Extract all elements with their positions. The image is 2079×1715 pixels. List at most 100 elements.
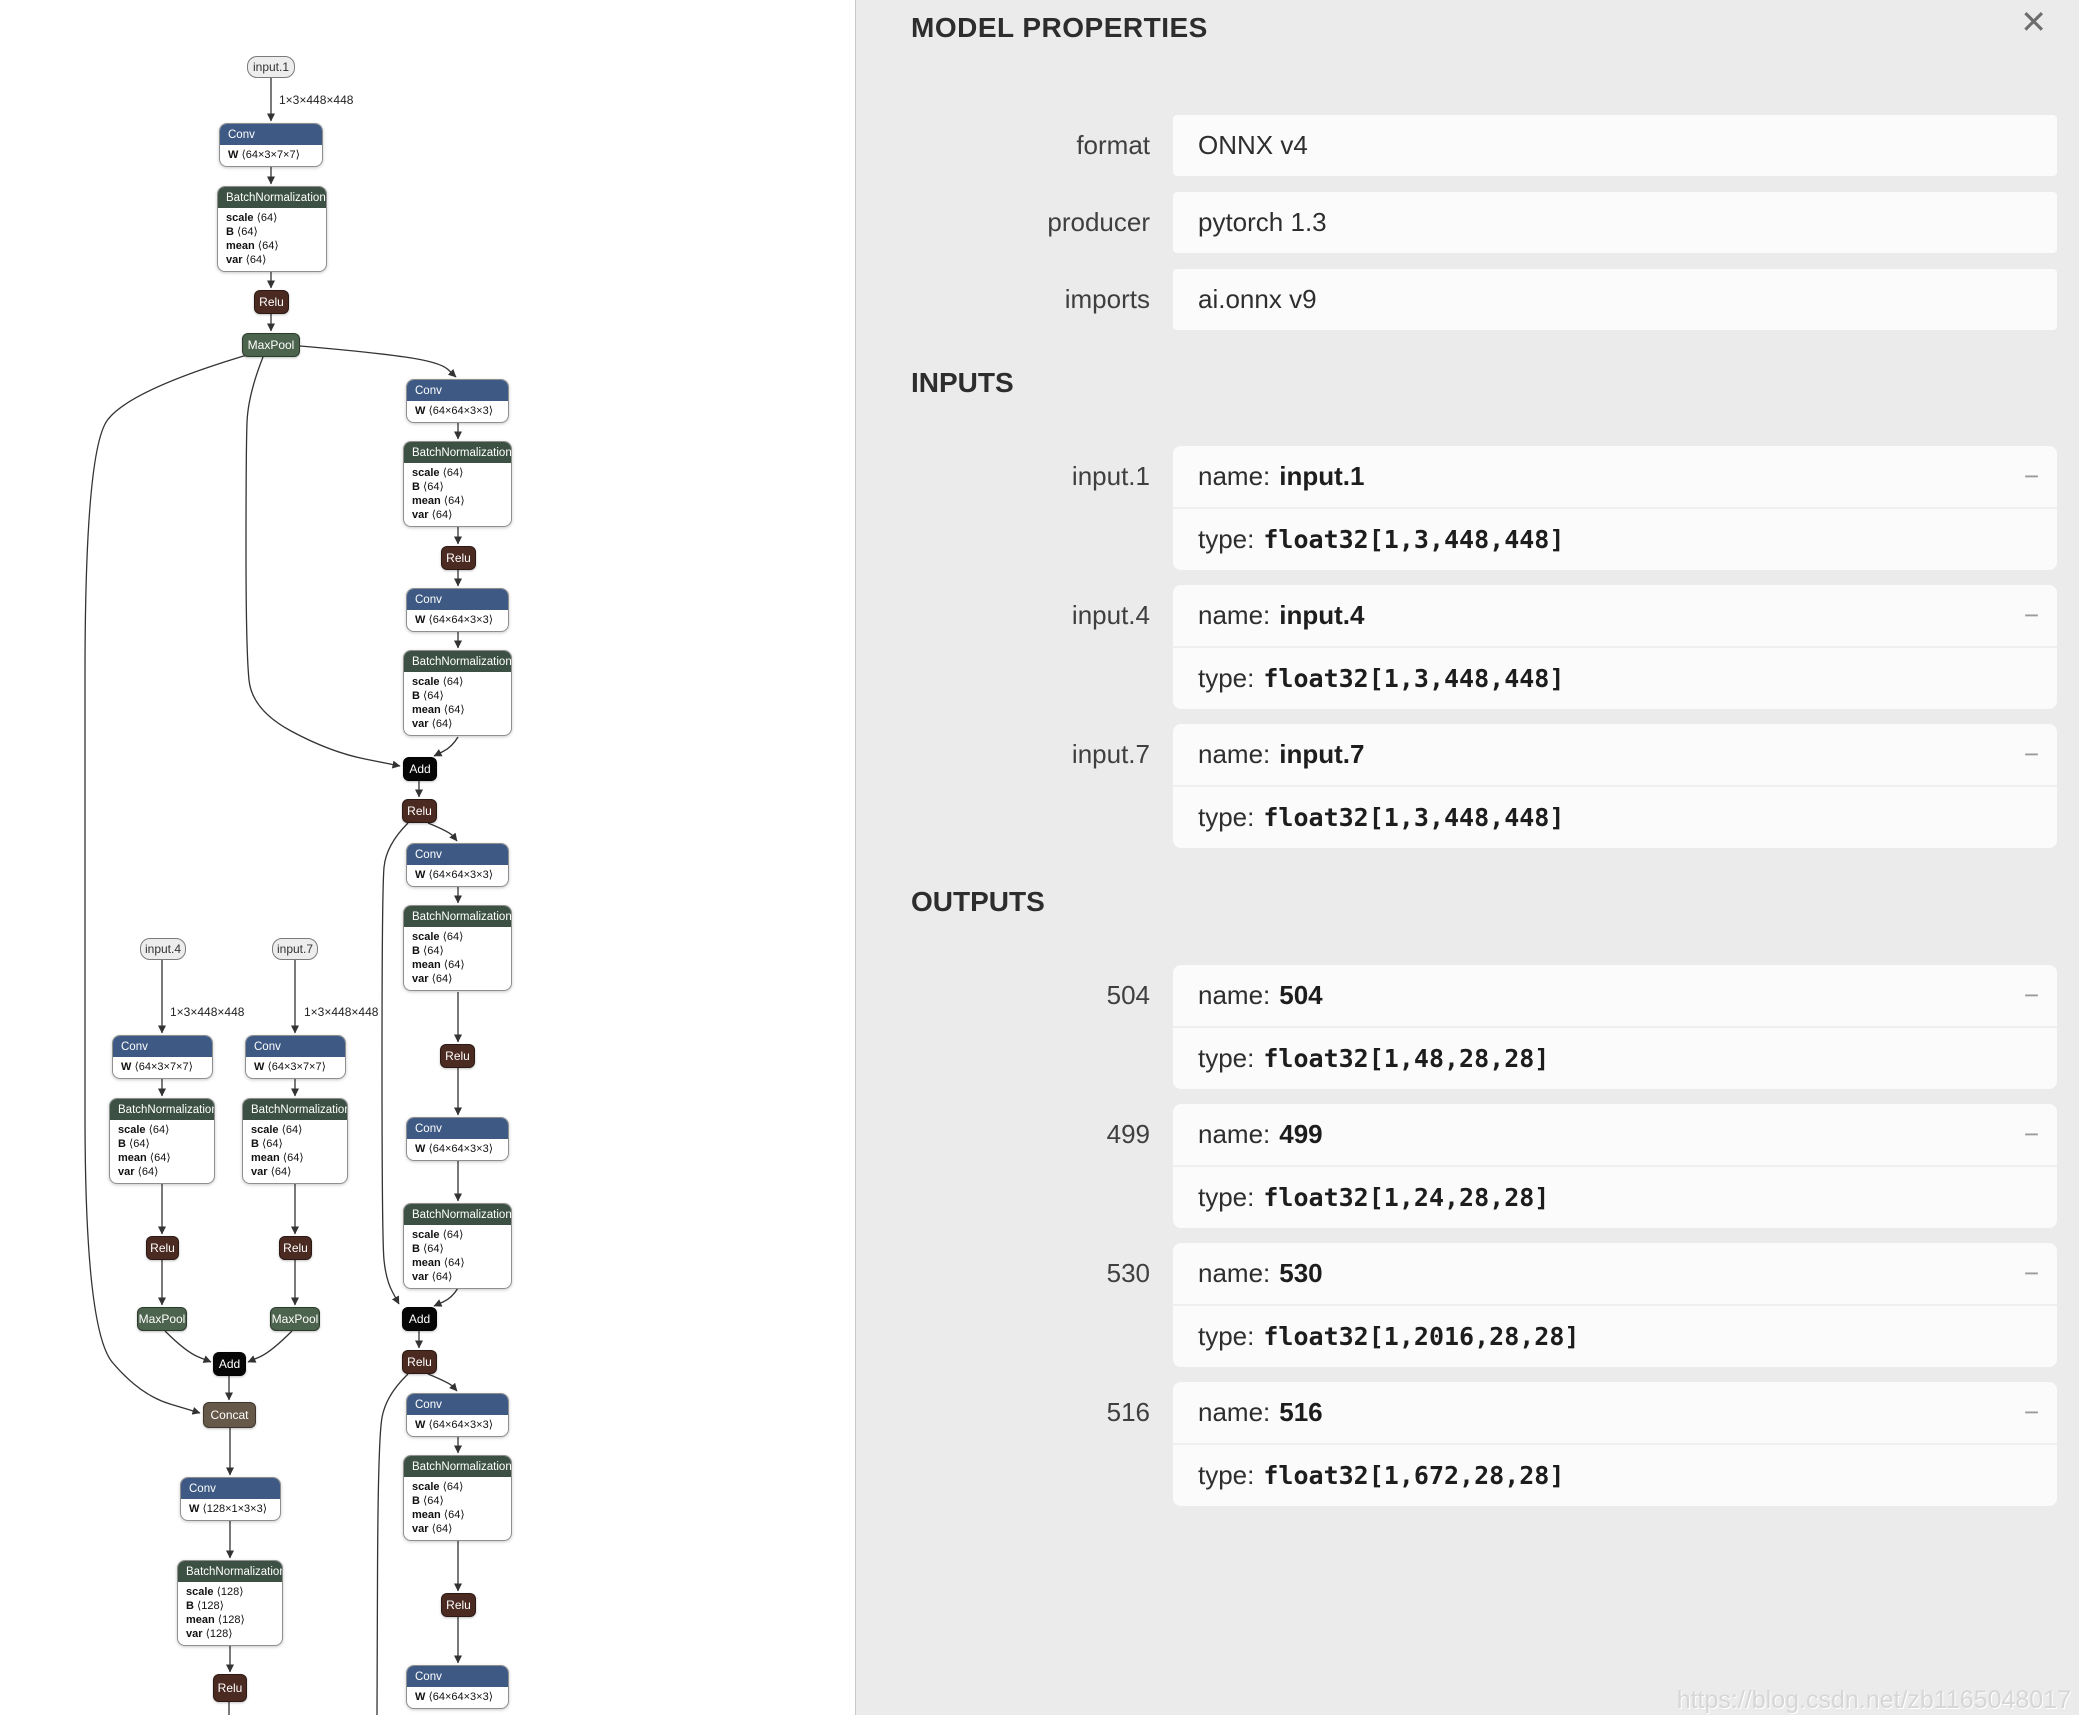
input-entry: input.4 name:input.4 − type:float32[1,3,… xyxy=(856,585,2079,709)
node-input-1[interactable]: input.1 xyxy=(247,56,295,78)
name-row: name:input.7 − xyxy=(1173,724,2057,787)
node-relu-d[interactable]: Relu xyxy=(402,1350,437,1374)
node-params: W ⟨64×64×3×3⟩ xyxy=(407,401,508,422)
node-add-b[interactable]: Add xyxy=(402,1307,437,1331)
node-header: BatchNormalization xyxy=(178,1561,282,1582)
node-header: BatchNormalization xyxy=(404,442,511,463)
node-params: W ⟨64×64×3×3⟩ xyxy=(407,1687,508,1708)
edge-shape-label: 1×3×448×448 xyxy=(170,1005,245,1019)
property-value: ONNX v4 xyxy=(1173,115,2057,176)
node-input-7[interactable]: input.7 xyxy=(272,938,318,960)
node-input-4[interactable]: input.4 xyxy=(140,938,186,960)
param-row: scale ⟨64⟩ xyxy=(226,212,278,224)
input-card: name:input.4 − type:float32[1,3,448,448] xyxy=(1173,585,2057,709)
collapse-toggle[interactable]: − xyxy=(2023,980,2039,1010)
edge-maxpool0-conva xyxy=(299,345,457,378)
close-icon[interactable]: ✕ xyxy=(2020,4,2047,40)
param-row: B ⟨64⟩ xyxy=(251,1138,283,1150)
node-params: W ⟨64×64×3×3⟩ xyxy=(407,1415,508,1436)
node-maxpool-l1[interactable]: MaxPool xyxy=(137,1307,187,1331)
collapse-toggle[interactable]: − xyxy=(2023,1119,2039,1149)
property-label: producer xyxy=(1047,207,1150,237)
param-row: mean ⟨64⟩ xyxy=(412,959,465,971)
node-add-a[interactable]: Add xyxy=(403,757,437,781)
param-row: W ⟨128×1×3×3⟩ xyxy=(189,1503,268,1515)
node-maxpool-0[interactable]: MaxPool xyxy=(242,333,300,357)
type-row: type:float32[1,3,448,448] xyxy=(1173,648,2057,709)
collapse-toggle[interactable]: − xyxy=(2023,1397,2039,1427)
output-name: 499 xyxy=(1279,1119,1323,1149)
node-header: Conv xyxy=(181,1478,280,1499)
node-add-l[interactable]: Add xyxy=(213,1352,246,1376)
node-header: Conv xyxy=(407,1118,508,1139)
param-row: var ⟨64⟩ xyxy=(412,1523,453,1535)
edge-maxpooll2-addl xyxy=(247,1330,293,1363)
param-row: mean ⟨64⟩ xyxy=(412,1509,465,1521)
type-prefix: type: xyxy=(1198,1043,1255,1073)
param-row: mean ⟨128⟩ xyxy=(186,1614,245,1626)
name-prefix: name: xyxy=(1198,739,1271,769)
output-entry: 504 name:504 − type:float32[1,48,28,28] xyxy=(856,965,2079,1089)
edge-relub-convc xyxy=(427,822,458,842)
node-relu-l1[interactable]: Relu xyxy=(146,1236,179,1260)
input-entry: input.1 name:input.1 − type:float32[1,3,… xyxy=(856,446,2079,570)
edge-bnb-adda xyxy=(433,736,459,757)
output-entry: 530 name:530 − type:float32[1,2016,28,28… xyxy=(856,1243,2079,1367)
node-relu-0[interactable]: Relu xyxy=(254,290,289,314)
node-relu-b[interactable]: Relu xyxy=(402,799,437,823)
param-row: W ⟨64×64×3×3⟩ xyxy=(415,614,494,626)
node-relu-e[interactable]: Relu xyxy=(441,1593,476,1617)
output-type: float32[1,24,28,28] xyxy=(1263,1183,1550,1212)
input-card: name:input.1 − type:float32[1,3,448,448] xyxy=(1173,446,2057,570)
name-prefix: name: xyxy=(1198,980,1271,1010)
edge-relud-conve xyxy=(427,1373,458,1392)
node-relu-a[interactable]: Relu xyxy=(441,546,476,570)
param-row: W ⟨64×64×3×3⟩ xyxy=(415,1691,494,1703)
collapse-toggle[interactable]: − xyxy=(2023,739,2039,769)
node-relu-c[interactable]: Relu xyxy=(440,1044,475,1068)
edge-relud-skip-down xyxy=(376,1373,409,1715)
node-header: Conv xyxy=(407,1666,508,1687)
edge-maxpool0-adda xyxy=(245,356,401,769)
node-header: Conv xyxy=(407,1394,508,1415)
param-row: W ⟨64×3×7×7⟩ xyxy=(121,1061,193,1073)
node-params: scale ⟨64⟩B ⟨64⟩mean ⟨64⟩var ⟨64⟩ xyxy=(404,672,511,735)
node-conv-128[interactable]: Conv W ⟨128×1×3×3⟩ xyxy=(180,1477,281,1521)
name-row: name:530 − xyxy=(1173,1243,2057,1306)
node-relu-l3[interactable]: Relu xyxy=(213,1674,247,1702)
collapse-toggle[interactable]: − xyxy=(2023,1258,2039,1288)
node-maxpool-l2[interactable]: MaxPool xyxy=(270,1307,320,1331)
param-row: var ⟨64⟩ xyxy=(412,973,453,985)
param-row: scale ⟨64⟩ xyxy=(251,1124,303,1136)
param-row: scale ⟨64⟩ xyxy=(118,1124,170,1136)
node-header: BatchNormalization xyxy=(243,1099,347,1120)
node-header: BatchNormalization xyxy=(110,1099,214,1120)
collapse-toggle[interactable]: − xyxy=(2023,461,2039,491)
node-conv-f[interactable]: Conv W ⟨64×64×3×3⟩ xyxy=(406,1665,509,1709)
param-row: scale ⟨128⟩ xyxy=(186,1586,244,1598)
collapse-toggle[interactable]: − xyxy=(2023,600,2039,630)
panel-content: format ONNX v4 producer pytorch 1.3 impo… xyxy=(856,70,2079,1521)
node-relu-l2[interactable]: Relu xyxy=(279,1236,312,1260)
edge-relub-addb xyxy=(381,822,409,1305)
node-concat[interactable]: Concat xyxy=(203,1402,256,1428)
input-gutter-label: input.4 xyxy=(1071,600,1150,630)
